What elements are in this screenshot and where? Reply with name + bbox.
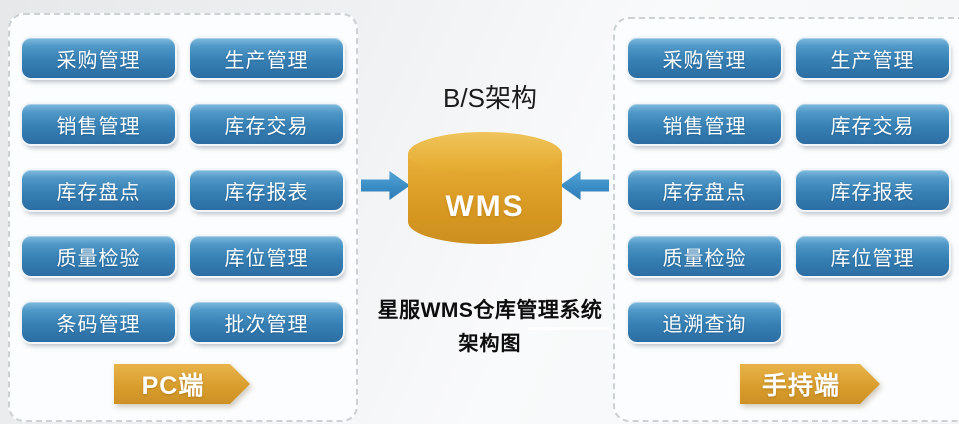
diagram-title-line2: 架构图 xyxy=(458,333,522,355)
module-block: 质量检验 xyxy=(22,236,175,276)
module-block: 库存报表 xyxy=(190,170,343,210)
module-block: 库位管理 xyxy=(796,236,949,276)
module-block: 条码管理 xyxy=(22,302,175,342)
pc-banner: PC端 xyxy=(114,364,250,404)
handheld-panel: 采购管理生产管理销售管理库存交易库存盘点库存报表质量检验库位管理追溯查询 手持端 xyxy=(613,17,959,422)
module-block: 库存交易 xyxy=(190,104,343,144)
module-block: 库存交易 xyxy=(796,104,949,144)
handheld-banner-label: 手持端 xyxy=(761,372,840,400)
handheld-banner: 手持端 xyxy=(740,364,880,404)
module-block: 批次管理 xyxy=(190,302,343,342)
module-block: 库位管理 xyxy=(190,236,343,276)
pc-banner-label: PC端 xyxy=(141,372,205,400)
module-block: 库存报表 xyxy=(796,170,949,210)
module-block: 生产管理 xyxy=(190,38,343,78)
module-block: 库存盘点 xyxy=(628,170,781,210)
module-block: 销售管理 xyxy=(628,104,781,144)
cylinder-top xyxy=(408,132,562,176)
handheld-module-grid: 采购管理生产管理销售管理库存交易库存盘点库存报表质量检验库位管理追溯查询 xyxy=(628,38,949,342)
module-block: 库存盘点 xyxy=(22,170,175,210)
handheld-banner-arrow-shape: 手持端 xyxy=(740,364,880,404)
arrow-right-icon xyxy=(361,170,410,201)
module-block: 销售管理 xyxy=(22,104,175,144)
module-block: 采购管理 xyxy=(628,38,781,78)
pc-module-grid: 采购管理生产管理销售管理库存交易库存盘点库存报表质量检验库位管理条码管理批次管理 xyxy=(22,38,343,342)
architecture-type-label: B/S架构 xyxy=(443,83,537,113)
diagram-title-line1: 星服WMS仓库管理系统 xyxy=(377,299,603,322)
module-block: 采购管理 xyxy=(22,38,175,78)
module-block: 质量检验 xyxy=(628,236,781,276)
database-cylinder: WMS xyxy=(408,132,562,244)
arrow-left-icon xyxy=(560,170,609,201)
database-label: WMS xyxy=(445,190,525,223)
title-underline xyxy=(528,327,610,330)
module-block: 追溯查询 xyxy=(628,302,781,342)
module-block: 生产管理 xyxy=(796,38,949,78)
pc-panel: 采购管理生产管理销售管理库存交易库存盘点库存报表质量检验库位管理条码管理批次管理… xyxy=(8,13,358,422)
pc-banner-arrow-shape: PC端 xyxy=(114,364,250,404)
